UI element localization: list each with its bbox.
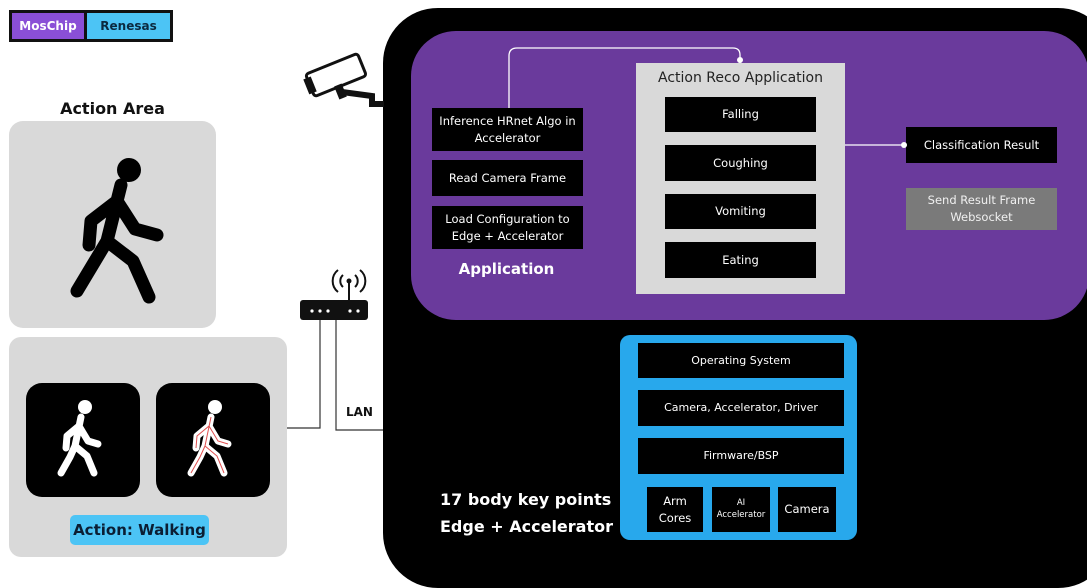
step-inference: Inference HRnet Algo in Accelerator [432,108,583,151]
application-label: Application [458,260,555,278]
action-area-title: Action Area [60,99,165,118]
walking-keypoints-icon [187,400,232,477]
action-result-badge: Action: Walking [70,515,209,545]
send-result-frame: Send Result Frame Websocket [906,188,1057,230]
logo-renesas: Renesas [84,13,170,39]
action-reco-title: Action Reco Application [658,70,823,86]
walking-person-icon [70,158,164,304]
flow-connectors [508,47,907,148]
device-caption-line2: Edge + Accelerator [440,517,613,536]
action-coughing: Coughing [665,145,816,181]
hw-ai-accelerator: AI Accelerator [712,487,770,532]
walking-keypoints-tile [156,383,270,497]
action-area-box [9,121,216,328]
network-connectors [287,269,383,431]
walking-person-icon [57,400,102,477]
walking-tile [26,383,140,497]
device-caption-line1: 17 body key points [440,490,612,509]
company-logo: MosChip Renesas [9,10,173,42]
action-eating: Eating [665,242,816,278]
layer-firmware: Firmware/BSP [638,438,844,474]
logo-moschip: MosChip [12,13,84,39]
hw-camera: Camera [778,487,836,532]
cctv-camera-icon [303,52,384,107]
lan-label: LAN [346,405,373,419]
detection-panel [9,337,287,557]
classification-result: Classification Result [906,127,1057,163]
layer-drivers: Camera, Accelerator, Driver [638,390,844,426]
action-vomiting: Vomiting [665,194,816,229]
layer-operating-system: Operating System [638,343,844,378]
device-caption: 17 body key points Edge + Accelerator [440,486,613,540]
action-falling: Falling [665,97,816,132]
step-load-config: Load Configuration to Edge + Accelerator [432,206,583,249]
router-body [300,300,368,320]
hw-arm-cores: Arm Cores [647,487,703,532]
step-read-camera: Read Camera Frame [432,160,583,196]
